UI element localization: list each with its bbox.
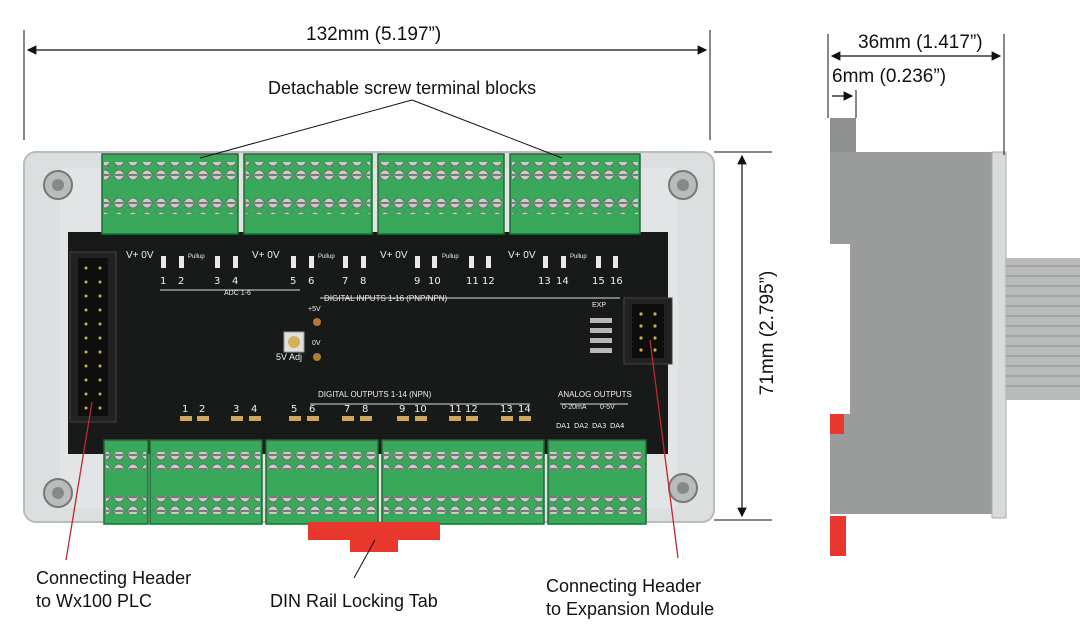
vplus-0v-label-2: V+ 0V: [252, 250, 280, 261]
input-number: 8: [360, 276, 367, 287]
input-number: 16: [610, 276, 623, 287]
output-number: 5: [291, 404, 298, 415]
input-number: 6: [308, 276, 315, 287]
adc-label: ADC 1-6: [224, 290, 251, 297]
depth-dimension-label: 36mm (1.417”): [858, 32, 983, 53]
digital-inputs-label: DIGITAL INPUTS 1-16 (PNP/NPN): [324, 294, 448, 303]
voltage-adjust-pot: [283, 318, 321, 361]
output-number: 6: [309, 404, 316, 415]
din-rail-tab: [308, 522, 440, 552]
vplus-0v-label-3: V+ 0V: [380, 250, 408, 261]
output-number: 14: [518, 404, 531, 415]
input-leds: [161, 256, 618, 268]
da-label: DA1: [556, 422, 571, 430]
pullup-label-3: Pullup: [442, 254, 459, 260]
height-dimension: [714, 151, 772, 521]
expansion-header-callout-line2: to Expansion Module: [546, 599, 715, 619]
input-number: 2: [178, 276, 185, 287]
output-number: 2: [199, 404, 206, 415]
exp-label: EXP: [592, 302, 607, 309]
input-number: 14: [556, 276, 569, 287]
range-ma-label: 0-20mA: [562, 404, 587, 411]
input-number: 5: [290, 276, 297, 287]
terminal-blocks-callout: Detachable screw terminal blocks: [268, 78, 537, 98]
side-view: [830, 118, 1080, 556]
pullup-label-1: Pullup: [188, 254, 205, 260]
plc-header-callout-line2: to Wx100 PLC: [36, 591, 153, 611]
input-number: 1: [160, 276, 167, 287]
range-v-label: 0-5V: [600, 404, 615, 411]
pullup-label-2: Pullup: [318, 254, 335, 260]
analog-outputs-label: ANALOG OUTPUTS: [558, 390, 632, 399]
output-leds: [180, 416, 531, 421]
output-number: 10: [414, 404, 427, 415]
da-label: DA4: [610, 422, 625, 430]
digital-outputs-label: DIGITAL OUTPUTS 1-14 (NPN): [318, 390, 432, 399]
input-number: 12: [482, 276, 495, 287]
output-number: 7: [344, 404, 351, 415]
output-number: 1: [182, 404, 189, 415]
din-rail-callout: DIN Rail Locking Tab: [270, 591, 438, 611]
expansion-header-callout-line1: Connecting Header: [546, 576, 702, 596]
pullup-label-4: Pullup: [570, 254, 587, 260]
height-dimension-label: 71mm (2.795”): [757, 270, 778, 396]
vplus-0v-label-4: V+ 0V: [508, 250, 536, 261]
input-number: 9: [414, 276, 421, 287]
output-number: 13: [500, 404, 513, 415]
bottom-terminal-blocks: [103, 439, 647, 525]
output-number: 8: [362, 404, 369, 415]
output-number: 11: [449, 404, 462, 415]
callout-lines: [65, 99, 679, 579]
enclosure-front: [23, 151, 715, 523]
da-label: DA2: [574, 422, 589, 430]
input-number: 13: [538, 276, 551, 287]
width-dimension: [23, 30, 711, 140]
mounting-screws: [43, 170, 698, 508]
input-number: 10: [428, 276, 441, 287]
top-terminal-blocks: [101, 153, 641, 235]
output-number: 4: [251, 404, 258, 415]
plc-header-callout-line1: Connecting Header: [36, 568, 192, 588]
tab-dimension-label: 6mm (0.236”): [832, 66, 947, 87]
vplus-0v-label-1: V+ 0V: [126, 250, 154, 261]
input-number: 15: [592, 276, 605, 287]
input-number: 4: [232, 276, 239, 287]
output-number: 3: [233, 404, 240, 415]
silkscreen-lines: [160, 289, 628, 405]
zero-v-label: 0V: [312, 340, 321, 347]
output-number: 9: [399, 404, 406, 415]
input-number: 3: [214, 276, 221, 287]
input-number: 7: [342, 276, 349, 287]
width-dimension-label: 132mm (5.197”): [306, 24, 442, 45]
expansion-header-connector: [590, 297, 673, 365]
da-label: DA3: [592, 422, 607, 430]
side-dimensions: [827, 34, 1005, 155]
plus5v-label: +5V: [308, 306, 321, 313]
input-number: 11: [466, 276, 479, 287]
adj-label: 5V Adj: [276, 352, 303, 362]
plc-header-connector: [69, 251, 117, 423]
output-number: 12: [465, 404, 478, 415]
